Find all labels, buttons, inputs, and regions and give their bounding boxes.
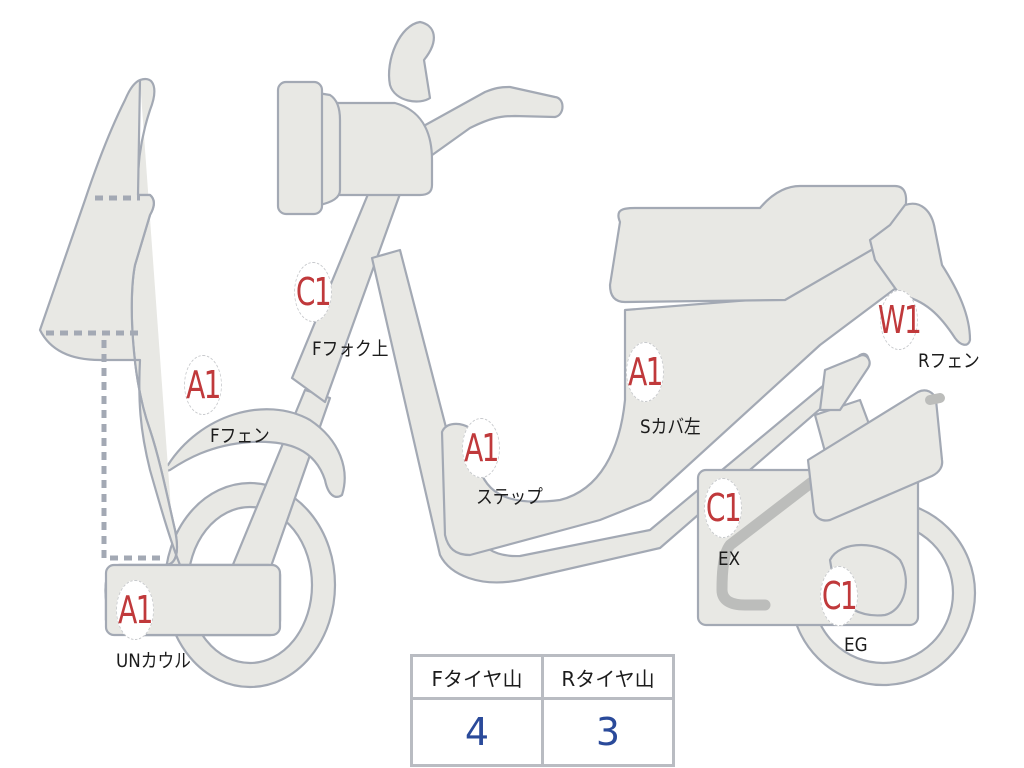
part-label: EX bbox=[718, 548, 741, 570]
grade-badge: A1 bbox=[462, 418, 500, 478]
exhaust-pipe bbox=[716, 476, 818, 611]
table-header-row: Fタイヤ山 Rタイヤ山 bbox=[410, 654, 675, 700]
grade-badge: C1 bbox=[704, 478, 742, 538]
table-value-row: 4 3 bbox=[410, 697, 675, 767]
handlebar-assembly bbox=[276, 20, 564, 216]
part-label: Sカバ左 bbox=[640, 416, 701, 438]
seat bbox=[608, 184, 908, 304]
tire-tread-table: Fタイヤ山 Rタイヤ山 4 3 bbox=[410, 654, 675, 767]
rear-fender bbox=[868, 202, 972, 346]
part-label: EG bbox=[844, 634, 868, 656]
grade-badge: A1 bbox=[184, 355, 222, 415]
grade-badge: A1 bbox=[116, 580, 154, 640]
part-label: UNカウル bbox=[116, 650, 191, 672]
front-tire-header: Fタイヤ山 bbox=[410, 654, 544, 700]
grade-badge: C1 bbox=[294, 262, 332, 322]
grade-badge: W1 bbox=[878, 290, 922, 350]
part-label: Fフォク上 bbox=[312, 338, 389, 360]
part-label: Fフェン bbox=[210, 425, 270, 447]
rear-tire-header: Rタイヤ山 bbox=[541, 654, 675, 700]
grade-badge: A1 bbox=[626, 342, 664, 402]
rear-tire-value: 3 bbox=[541, 697, 675, 767]
part-label: Rフェン bbox=[918, 350, 980, 372]
part-label: ステップ bbox=[476, 486, 543, 508]
front-fender bbox=[163, 408, 346, 498]
grade-badge: C1 bbox=[820, 566, 858, 626]
front-tire-value: 4 bbox=[410, 697, 544, 767]
